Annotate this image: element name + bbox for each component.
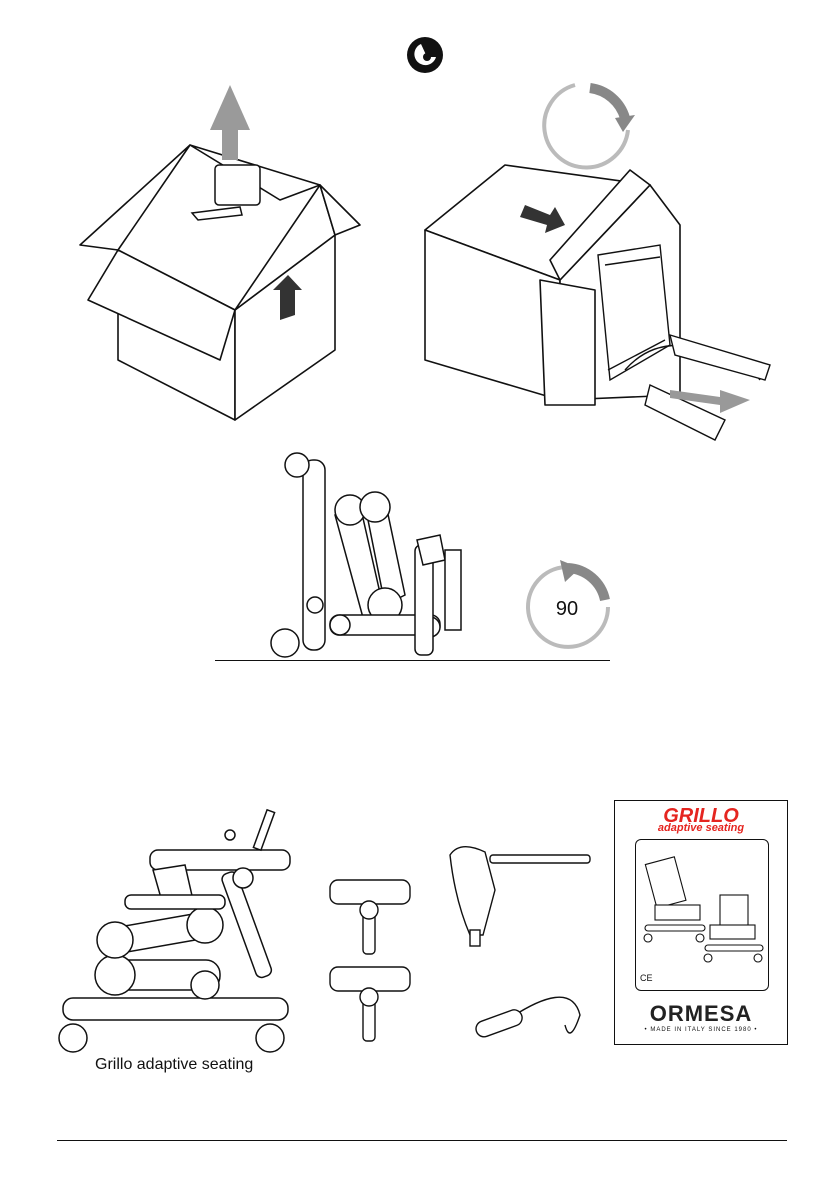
manual-tagline: • MADE IN ITALY SINCE 1980 • xyxy=(615,1027,787,1033)
open-box-lift-illustration xyxy=(80,85,370,425)
footer-line xyxy=(57,1140,787,1141)
manual-brand: ORMESA xyxy=(615,1001,787,1027)
chairs-photo-icon xyxy=(640,850,764,975)
arrow-up-icon xyxy=(210,85,250,160)
t-handle-wrench-icon xyxy=(445,840,595,950)
manual-subtitle: adaptive seating xyxy=(615,822,787,834)
box-side-extract-illustration xyxy=(420,165,780,440)
user-manual-cover: GRILLO adaptive seating CE ORMESA • MADE… xyxy=(614,800,788,1045)
product-caption: Grillo adaptive seating xyxy=(95,1056,253,1074)
ce-mark: CE xyxy=(640,973,653,983)
rotation-label: 90 xyxy=(556,598,578,620)
manual-cover-image: CE xyxy=(635,839,769,991)
grillo-chair-folded-illustration xyxy=(45,800,295,1055)
floor-line xyxy=(215,660,610,661)
rotate-counterclockwise-icon: 90 xyxy=(520,560,615,655)
folded-chair-frame-illustration xyxy=(265,445,495,665)
unpacking-icon xyxy=(405,35,445,75)
lanyard-pin-icon xyxy=(470,955,590,1045)
armrest-parts-illustration xyxy=(325,875,415,1045)
